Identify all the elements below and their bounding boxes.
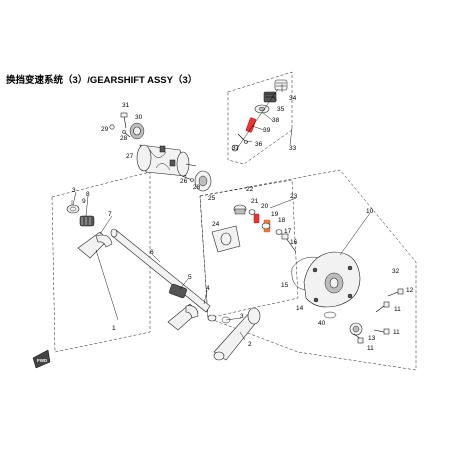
- callout-5: 5: [188, 274, 192, 281]
- leader-lines: [71, 84, 371, 341]
- diagram-title: 换挡变速系统（3）/GEARSHIFT ASSY（3）: [6, 75, 198, 86]
- part-40-cover: [303, 251, 361, 308]
- group-23-outline: [199, 179, 299, 319]
- callout-32: 32: [392, 268, 400, 275]
- callout-34: 34: [289, 95, 297, 102]
- part-26-pin: [181, 175, 194, 182]
- part-8-spring: [79, 215, 95, 227]
- part-30-gear: [129, 122, 145, 140]
- callout-7: 7: [108, 211, 112, 218]
- part-19-washer: [261, 222, 271, 230]
- part-39-spring-small: [245, 117, 257, 133]
- part-3-washer-lower: [207, 314, 217, 322]
- callout-29: 29: [101, 126, 109, 133]
- callout-15: 15: [281, 282, 289, 289]
- part-20-spring: [253, 213, 260, 224]
- callout-10: 10: [366, 208, 374, 215]
- part-22-bushing: [233, 204, 247, 215]
- callout-6: 6: [150, 249, 154, 256]
- callout-40: 40: [318, 320, 326, 327]
- callout-33: 33: [289, 145, 297, 152]
- part-13-seal: [349, 322, 363, 336]
- callout-14: 14: [296, 305, 304, 312]
- callout-35: 35: [277, 106, 285, 113]
- part-28-pin: [122, 130, 131, 138]
- callout-19: 19: [271, 211, 279, 218]
- callout-11-a: 11: [394, 306, 401, 313]
- callout-8: 8: [86, 191, 90, 198]
- callout-2: 2: [248, 341, 252, 348]
- part-11-bolts: [353, 301, 390, 344]
- callout-31: 31: [122, 102, 130, 109]
- callout-28-a: 28: [120, 135, 128, 142]
- part-2-shift-lever: [213, 307, 261, 361]
- part-27-shift-drum: [136, 144, 197, 177]
- callout-16: 16: [290, 239, 298, 246]
- callout-24: 24: [212, 221, 220, 228]
- callout-3-upper: 3: [72, 187, 76, 194]
- part-4-shift-fork: [167, 303, 199, 331]
- part-12-bolt: [387, 288, 404, 297]
- callout-28-b: 28: [193, 184, 201, 191]
- callout-20: 20: [261, 203, 269, 210]
- callout-12: 12: [406, 287, 414, 294]
- part-14-gasket: [323, 311, 337, 319]
- part-25-bearing: [194, 170, 212, 192]
- callout-11-b: 11: [393, 329, 400, 336]
- part-17-washer: [275, 229, 283, 235]
- callout-9: 9: [82, 198, 86, 205]
- callout-38: 38: [272, 117, 280, 124]
- callout-17: 17: [284, 228, 292, 235]
- part-29-washer: [109, 124, 115, 130]
- part-3-clip-lower: [221, 316, 231, 324]
- group-1-outline: [51, 171, 151, 353]
- part-35-spring: [263, 91, 277, 103]
- callout-1: 1: [112, 325, 116, 332]
- callout-4: 4: [206, 285, 210, 292]
- part-31-bolt: [120, 112, 128, 129]
- part-5-spring: [169, 283, 187, 299]
- callout-25: 25: [208, 195, 216, 202]
- part-16-bolt: [281, 233, 297, 253]
- fwd-label: FWD: [37, 358, 48, 363]
- callout-27: 27: [126, 153, 134, 160]
- part-6-shift-shaft: [110, 228, 211, 313]
- callout-26: 26: [180, 178, 188, 185]
- callout-23: 23: [290, 193, 298, 200]
- part-34-cap: [274, 79, 288, 91]
- part-38-washer: [254, 104, 270, 114]
- callout-13: 13: [368, 335, 376, 342]
- part-7-shift-fork: [77, 231, 113, 259]
- callouts: 1 2 3 3 4 5 6 7 8 9 10 11 11 11 12 13 14…: [72, 95, 414, 352]
- callout-36: 36: [255, 141, 263, 148]
- part-21-washer: [248, 209, 256, 215]
- fwd-arrow-icon: FWD: [32, 349, 51, 369]
- callout-18: 18: [278, 217, 286, 224]
- part-24-actuator: [211, 225, 241, 253]
- group-33-outline: [227, 71, 293, 165]
- part-9-washer: [66, 204, 80, 214]
- callout-22: 22: [246, 186, 254, 193]
- callout-21: 21: [251, 198, 259, 205]
- callout-30: 30: [135, 114, 143, 121]
- callout-11-c: 11: [367, 345, 374, 352]
- callout-3-lower: 3: [240, 313, 244, 320]
- callout-39: 39: [263, 127, 271, 134]
- callout-37: 37: [232, 145, 240, 152]
